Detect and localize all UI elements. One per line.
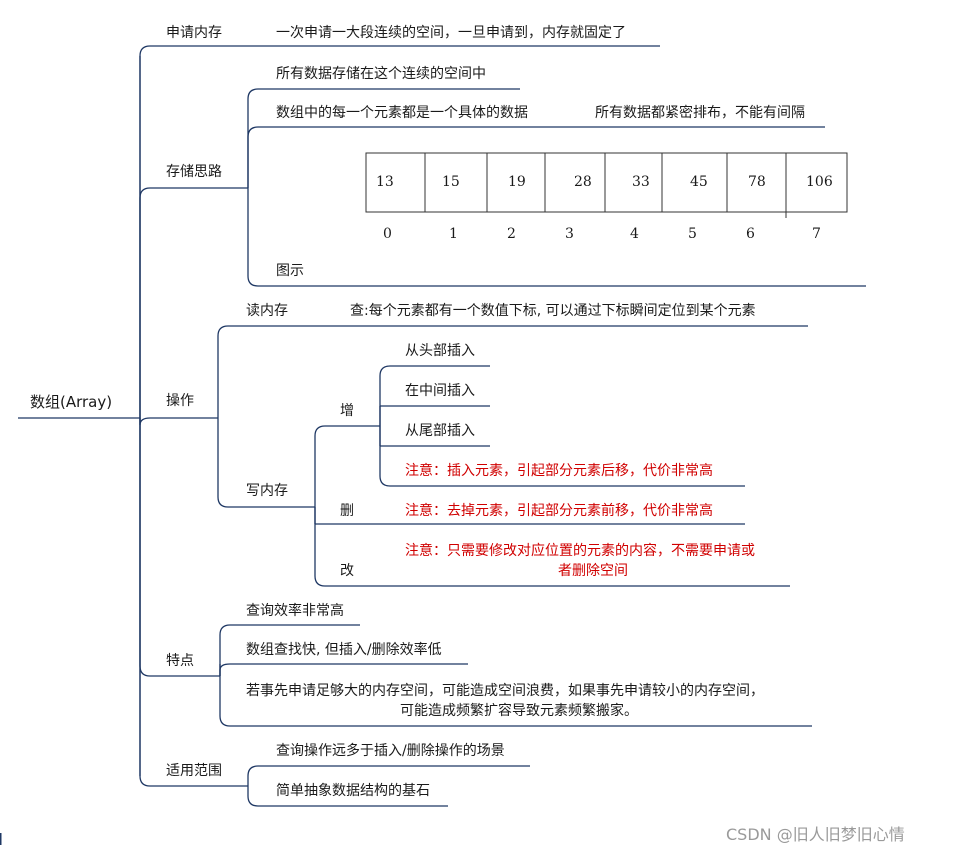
branch-operations: 操作 [166,393,194,409]
add-item: 在中间插入 [405,383,475,399]
array-index: 2 [507,226,516,242]
diagram-label: 图示 [276,263,304,279]
array-cell-value: 78 [748,174,766,190]
add-label: 增 [340,403,354,419]
root-node: 数组(Array) [30,393,113,411]
delete-label: 删 [340,503,354,519]
apply-memory-detail: 一次申请一大段连续的空间，一旦申请到，内存就固定了 [276,25,626,41]
scope-item: 查询操作远多于插入/删除操作的场景 [276,743,505,759]
storage-item: 所有数据存储在这个连续的空间中 [276,66,486,82]
feature-item: 数组查找快, 但插入/删除效率低 [246,642,442,658]
delete-note: 注意：去掉元素，引起部分元素前移，代价非常高 [405,503,713,519]
storage-item: 所有数据都紧密排布，不能有间隔 [595,105,805,121]
array-cell-value: 28 [574,174,592,190]
add-note: 注意：插入元素，引起部分元素后移，代价非常高 [405,463,713,479]
branch-features: 特点 [166,653,194,669]
modify-note-line1: 注意：只需要修改对应位置的元素的内容，不需要申请或 [405,543,755,559]
add-item: 从头部插入 [405,343,475,359]
watermark: CSDN @旧人旧梦旧心情 [726,825,905,844]
array-index: 7 [812,226,821,242]
array-index: 3 [565,226,574,242]
array-index: 4 [630,226,639,242]
array-cell-value: 33 [632,174,650,190]
modify-label: 改 [340,563,354,579]
scope-item: 简单抽象数据结构的基石 [276,783,430,799]
write-memory-label: 写内存 [246,483,288,499]
add-item: 从尾部插入 [405,423,475,439]
array-index: 0 [383,226,392,242]
read-memory-detail: 查:每个元素都有一个数值下标, 可以通过下标瞬间定位到某个元素 [350,303,756,319]
array-cell-value: 15 [442,174,460,190]
array-cell-value: 106 [806,174,833,190]
modify-note-line2: 者删除空间 [558,563,628,579]
feature-long-line1: 若事先申请足够大的内存空间，可能造成空间浪费，如果事先申请较小的内存空间， [246,683,764,699]
array-index: 5 [688,226,697,242]
feature-long-line2: 可能造成频繁扩容导致元素频繁搬家。 [400,703,638,719]
array-index: 6 [746,226,755,242]
read-memory-label: 读内存 [246,303,288,319]
storage-item: 数组中的每一个元素都是一个具体的数据 [276,105,528,121]
array-index: 1 [449,226,458,242]
branch-scope: 适用范围 [166,763,222,779]
array-cell-value: 13 [376,174,394,190]
array-cell-value: 45 [690,174,708,190]
branch-apply-memory: 申请内存 [166,25,222,41]
feature-item: 查询效率非常高 [246,603,344,619]
array-cell-value: 19 [508,174,526,190]
branch-storage-idea: 存储思路 [166,164,222,180]
